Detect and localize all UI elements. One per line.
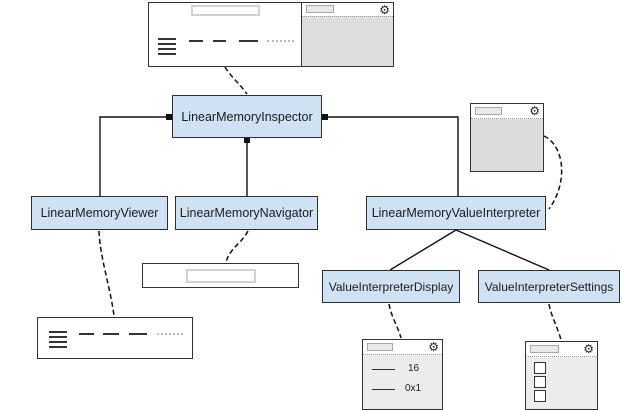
edge-navigator-mockup: [225, 230, 249, 263]
node-value-interpreter-settings: ValueInterpreterSettings: [478, 270, 620, 303]
node-linear-memory-inspector: LinearMemoryInspector: [172, 95, 322, 138]
edge-endpoint-square-bottom: [244, 137, 250, 143]
node-label: LinearMemoryInspector: [181, 109, 313, 124]
gear-icon[interactable]: ⚙: [379, 3, 390, 17]
settings-checkbox[interactable]: [534, 362, 546, 374]
memory-bytes-placeholder: [213, 40, 226, 42]
memory-bytes-placeholder: [129, 333, 147, 335]
panel-body: [302, 16, 393, 66]
gear-icon[interactable]: ⚙: [583, 342, 594, 356]
edge-endpoint-square-left: [166, 114, 172, 120]
node-label: ValueInterpreterDisplay: [328, 279, 454, 294]
navigator-mockup: [142, 263, 299, 288]
memory-bytes-placeholder: [103, 333, 119, 335]
value-type-placeholder: [372, 369, 395, 370]
window-body: [363, 355, 442, 409]
memory-ascii-placeholder: [157, 333, 183, 335]
gear-icon[interactable]: ⚙: [529, 104, 540, 118]
titlebar-input[interactable]: [530, 345, 559, 353]
viewer-mockup: [37, 317, 193, 359]
titlebar-input[interactable]: [367, 343, 393, 351]
edge-inspector-viewer: [99, 116, 168, 196]
node-label: LinearMemoryValueInterpreter: [371, 206, 541, 220]
settings-mockup: ⚙: [525, 341, 598, 410]
node-label: LinearMemoryViewer: [40, 206, 159, 220]
edge-viewer-mockup: [98, 230, 115, 317]
gear-icon[interactable]: ⚙: [428, 340, 439, 354]
interpreted-value: 16: [408, 363, 420, 374]
interpreted-value: 0x1: [405, 383, 422, 394]
window-titlebar: ⚙: [471, 104, 543, 119]
node-linear-memory-value-interpreter: LinearMemoryValueInterpreter: [366, 196, 546, 230]
inspector-ui-mockup: ⚙: [148, 2, 394, 67]
edge-endpoint-square-right: [322, 114, 328, 120]
memory-ascii-placeholder: [267, 40, 294, 42]
memory-bytes-placeholder: [239, 40, 258, 42]
memory-bytes-placeholder: [189, 40, 203, 42]
window-body: [471, 119, 543, 171]
panel-input[interactable]: [306, 5, 334, 13]
memory-rows-icon: [49, 331, 67, 351]
titlebar-input[interactable]: [475, 107, 502, 115]
node-value-interpreter-display: ValueInterpreterDisplay: [322, 270, 460, 303]
window-titlebar: ⚙: [363, 340, 442, 355]
node-linear-memory-navigator: LinearMemoryNavigator: [175, 196, 318, 230]
edge-mockup-inspector: [224, 66, 248, 95]
window-titlebar: ⚙: [526, 342, 597, 357]
edge-interpreter-display: [389, 229, 457, 271]
settings-checkbox[interactable]: [534, 376, 546, 388]
edge-mockup-interpreter: [543, 135, 563, 210]
interpreter-window-mockup: ⚙: [470, 103, 544, 172]
node-label: ValueInterpreterSettings: [484, 279, 614, 294]
value-type-placeholder: [372, 389, 395, 390]
display-mockup: ⚙ 16 0x1: [362, 339, 443, 410]
memory-rows-icon: [158, 38, 176, 58]
edge-inspector-interpreter: [326, 116, 459, 196]
edge-display-mockup: [388, 303, 402, 339]
node-label: LinearMemoryNavigator: [179, 206, 314, 220]
edge-interpreter-settings: [455, 229, 550, 271]
address-input[interactable]: [191, 5, 260, 16]
memory-bytes-placeholder: [79, 333, 94, 335]
interpreter-panel: ⚙: [301, 3, 393, 66]
node-linear-memory-viewer: LinearMemoryViewer: [31, 196, 168, 230]
navigator-address-input[interactable]: [186, 269, 256, 283]
settings-checkbox[interactable]: [534, 390, 546, 402]
edge-settings-mockup: [548, 303, 562, 341]
